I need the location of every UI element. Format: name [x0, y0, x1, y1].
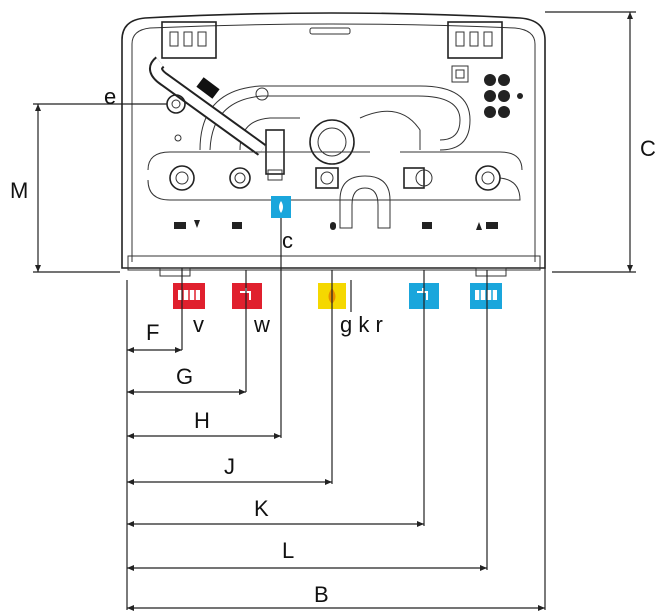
label-gkr: g k r [340, 312, 383, 337]
label-c-connection: c [282, 228, 293, 253]
dimension-lines [33, 11, 636, 611]
radiator-icon [470, 283, 502, 309]
label-m: M [10, 178, 28, 203]
label-j: J [224, 454, 235, 479]
fitting-cold-water [403, 167, 433, 189]
label-l: L [282, 538, 294, 563]
label-c-height: C [640, 136, 656, 161]
label-f: F [146, 320, 159, 345]
fitting-heating-flow [169, 165, 195, 191]
label-g: G [176, 364, 193, 389]
cold-in-icon-top [271, 196, 291, 218]
control-panel [451, 65, 523, 118]
diagonal-pipe [149, 56, 285, 181]
label-w: w [253, 312, 270, 337]
left-bracket [161, 21, 217, 59]
label-k: K [254, 496, 269, 521]
label-b: B [314, 582, 329, 607]
boiler-body [121, 12, 546, 277]
flame-icon [318, 280, 352, 312]
label-v: v [193, 312, 204, 337]
label-h: H [194, 408, 210, 433]
fitting-heating-return [475, 165, 501, 191]
fitting-hot-water [229, 167, 251, 189]
tap-icon [232, 283, 262, 309]
radiator-icon [173, 283, 205, 309]
label-e: e [104, 84, 116, 109]
fitting-gas [315, 167, 339, 189]
right-bracket [447, 21, 503, 59]
